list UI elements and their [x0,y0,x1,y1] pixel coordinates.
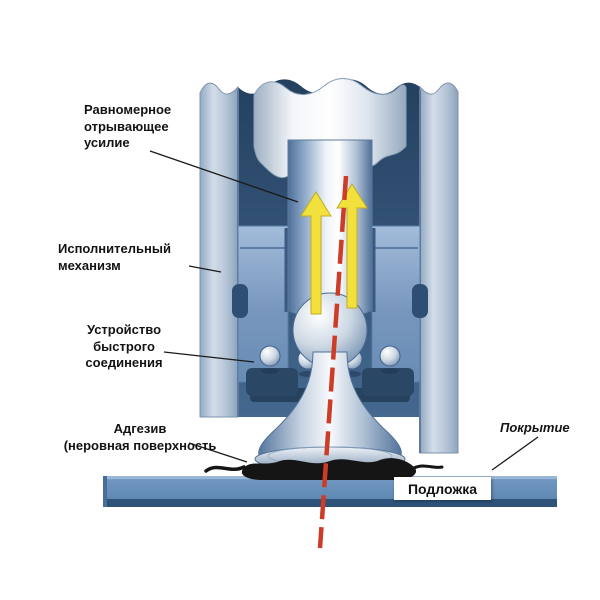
label-substrate: Подложка [407,480,478,497]
bearing-shadow [381,368,399,374]
label-coating: Покрытие [500,420,570,435]
coupling-socket-left [246,368,298,396]
bearing-ball [379,345,401,367]
label-adhesive: Адгезив (неровная поверхность [63,421,217,453]
leader-line-actuator [188,265,222,273]
leader-line-quick-connect [163,351,255,363]
bearing-shadow [261,368,279,374]
adhesive-spread-right [412,464,444,470]
center-axis-line [317,175,349,549]
piston-rod [287,139,373,318]
adhesive-spread-left [204,465,246,473]
clamp-notch-left [232,284,248,318]
clamp-notch-right [412,284,428,318]
leader-line-coating [491,436,539,471]
adhesive-layer [204,458,444,480]
substrate-left-end [103,476,107,507]
force-arrow-left-icon [300,191,332,315]
label-quick-connect: Устройство быстрого соединения [85,322,163,371]
leader-lines [149,150,539,471]
adhesive-blob [241,458,417,480]
label-uniform-force: Равномерное отрывающее усилие [84,102,172,151]
housing-right-wall [419,82,459,454]
leader-line-uniform-force [149,150,299,203]
bearing-ball [259,345,281,367]
leader-line-adhesive [188,442,248,463]
coupling-socket-right [362,368,414,396]
force-arrows [300,183,368,315]
substrate-bottom-edge [103,499,557,507]
force-arrow-right-icon [336,183,368,309]
label-actuator: Исполнительный механизм [58,241,171,273]
housing-left-wall [199,82,239,418]
substrate-label-box: Подложка [394,477,491,500]
